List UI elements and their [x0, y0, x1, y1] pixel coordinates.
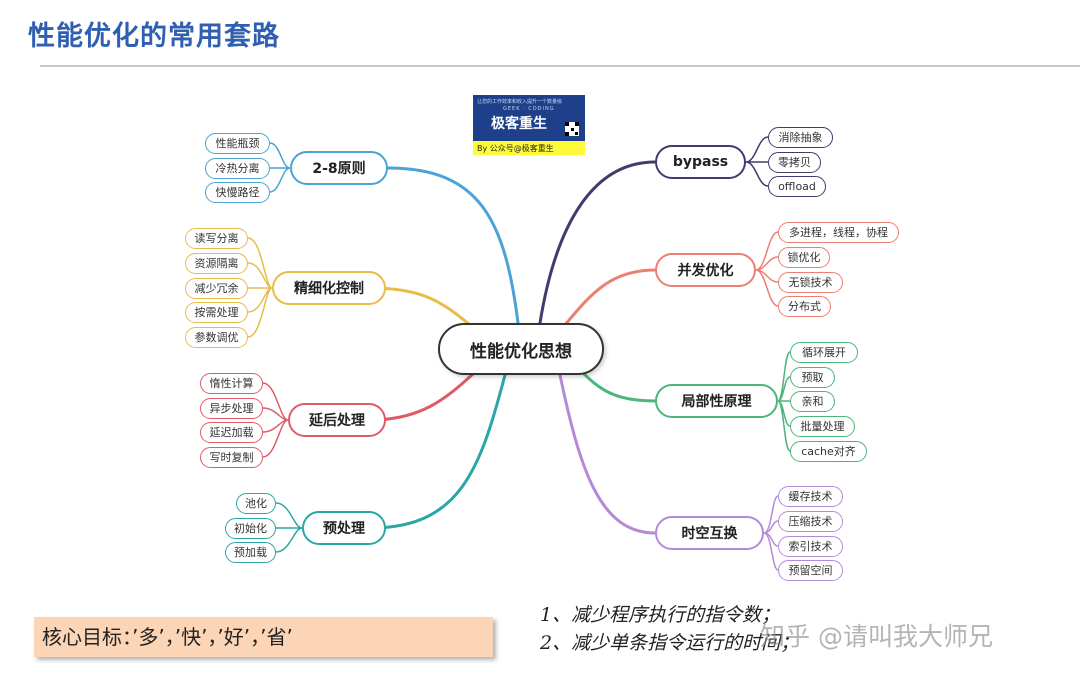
leafstem-concurrency — [755, 231, 779, 307]
connector-2-8 — [386, 166, 520, 325]
leaf-hot-cold-separation: 冷热分离 — [205, 158, 270, 179]
center-node: 性能优化思想 — [438, 323, 604, 375]
leaf-preloading: 预加载 — [225, 542, 276, 563]
leaf-loop-unrolling: 循环展开 — [790, 342, 858, 363]
leaf-read-write-separation: 读写分离 — [185, 228, 248, 249]
leaf-fast-slow-path: 快慢路径 — [205, 182, 270, 203]
leaf-affinity: 亲和 — [790, 391, 835, 412]
qr-code-icon — [565, 122, 579, 136]
logo-title: 极客重生 — [491, 116, 547, 132]
logo-caption: By 公众号@极客重生 — [477, 144, 554, 153]
leaf-copy-on-write: 写时复制 — [200, 447, 263, 468]
branch-locality-principle: 局部性原理 — [655, 384, 778, 418]
branch-preprocessing: 预处理 — [302, 511, 386, 545]
leaf-resource-isolation: 资源隔离 — [185, 253, 248, 274]
leaf-process-thread-coroutine: 多进程，线程，协程 — [778, 222, 899, 243]
connector-spacetime — [558, 373, 657, 535]
leafstem-locality — [777, 351, 791, 452]
note-2: 2、减少单条指令运行的时间； — [540, 632, 800, 654]
geek-reborn-logo: 让您的工作效率和收入提升一个数量级 GEEK · CODING 极客重生 By … — [473, 95, 585, 155]
leaf-cache-alignment: cache对齐 — [790, 441, 867, 462]
leaf-prefetch: 预取 — [790, 367, 835, 388]
branch-deferred-processing: 延后处理 — [288, 403, 386, 437]
title-divider — [40, 65, 1080, 67]
leaf-lock-free: 无锁技术 — [778, 272, 843, 293]
leafstem-refine — [247, 237, 273, 338]
leafstem-2-8 — [269, 142, 291, 193]
core-goal-box: 核心目标：’多’，’快’，’好’，’省’ — [34, 617, 493, 657]
leaf-performance-bottleneck: 性能瓶颈 — [205, 133, 270, 154]
note-1: 1、减少程序执行的指令数； — [540, 604, 781, 626]
leaf-caching: 缓存技术 — [778, 486, 843, 507]
connector-pre — [368, 373, 507, 530]
leaf-batch-processing: 批量处理 — [790, 416, 855, 437]
leaf-lock-optimization: 锁优化 — [778, 247, 830, 268]
branch-bypass: bypass — [655, 145, 746, 179]
leaf-zero-copy: 零拷贝 — [768, 152, 821, 173]
notes: 1、减少程序执行的指令数； 2、减少单条指令运行的时间； — [540, 601, 799, 657]
zhihu-watermark: 知乎 @请叫我大师兄 — [760, 622, 993, 651]
leafstem-spacetime — [763, 495, 779, 571]
branch-fine-grained-control: 精细化控制 — [272, 271, 386, 305]
leaf-pooling: 池化 — [236, 493, 276, 514]
page-title: 性能优化的常用套路 — [28, 21, 280, 52]
leafstem-delay — [262, 382, 289, 458]
branch-2-8-rule: 2-8原则 — [290, 151, 388, 185]
connector-locality — [578, 368, 657, 403]
leaf-lazy-loading: 延迟加载 — [200, 422, 263, 443]
leaf-eliminate-abstraction: 消除抽象 — [768, 127, 833, 148]
connector-bypass — [538, 160, 657, 325]
leaf-initialization: 初始化 — [225, 518, 276, 539]
leaf-offload: offload — [768, 176, 826, 197]
leaf-distributed: 分布式 — [778, 296, 831, 317]
leafstem-bypass — [745, 136, 769, 187]
leaf-on-demand-processing: 按需处理 — [185, 302, 248, 323]
connector-concurrency — [563, 268, 657, 327]
leaf-parameter-tuning: 参数调优 — [185, 327, 248, 348]
leaf-reserved-space: 预留空间 — [778, 560, 843, 581]
branch-space-time-tradeoff: 时空互换 — [655, 516, 764, 550]
leaf-indexing: 索引技术 — [778, 536, 843, 557]
leaf-async-processing: 异步处理 — [200, 398, 263, 419]
branch-concurrency-optimization: 并发优化 — [655, 253, 756, 287]
connector-delay — [368, 370, 477, 422]
leaf-compression: 压缩技术 — [778, 511, 843, 532]
leafstem-pre — [275, 502, 303, 553]
leaf-reduce-redundancy: 减少冗余 — [185, 278, 248, 299]
leaf-lazy-evaluation: 惰性计算 — [200, 373, 263, 394]
